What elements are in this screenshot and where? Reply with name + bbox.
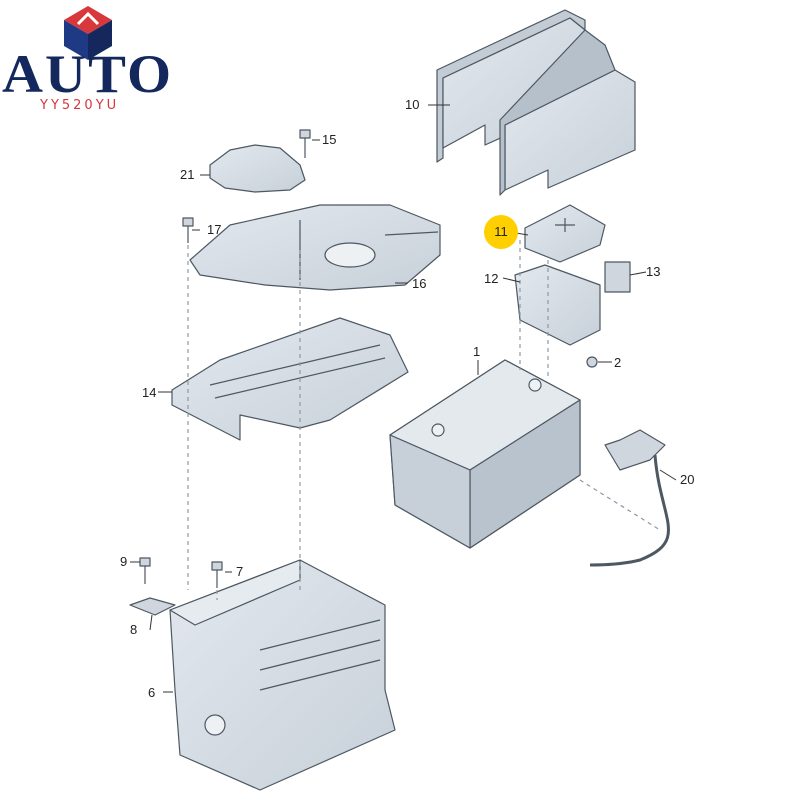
part-13-clip xyxy=(604,261,631,293)
callout-2: 2 xyxy=(614,355,622,370)
part-17-bolt xyxy=(182,217,194,243)
part-16-upper-tray xyxy=(189,204,441,291)
part-14-heat-shield xyxy=(171,317,409,441)
part-12-terminal-housing xyxy=(514,264,601,346)
callout-6: 6 xyxy=(148,685,156,700)
logo-text: AUTO xyxy=(2,44,174,104)
part-11-terminal-cap xyxy=(524,204,606,263)
callout-8: 8 xyxy=(130,622,138,637)
part-2-screw xyxy=(586,356,598,368)
callout-9: 9 xyxy=(120,554,128,569)
callout-14: 14 xyxy=(142,385,157,400)
part-6-battery-tray xyxy=(169,559,396,791)
part-15-bolt xyxy=(299,129,311,158)
part-21-cover-plate xyxy=(209,144,306,193)
callout-11: 11 xyxy=(494,224,508,239)
callout-1: 1 xyxy=(473,344,481,359)
callout-10: 10 xyxy=(405,97,420,112)
logo-subtext: YY520YU xyxy=(40,98,120,113)
callout-7: 7 xyxy=(236,564,244,579)
callout-12: 12 xyxy=(484,271,499,286)
part-10-battery-cover xyxy=(436,9,636,196)
callout-11-highlighted: 11 xyxy=(484,215,518,249)
callout-21: 21 xyxy=(180,167,195,182)
callout-20: 20 xyxy=(680,472,695,487)
cube-logo-icon xyxy=(64,6,112,60)
callout-13: 13 xyxy=(646,264,661,279)
brand-logo: AUTO YY520YU xyxy=(0,0,185,120)
callout-16: 16 xyxy=(412,276,427,291)
part-20-ground-cable xyxy=(589,429,670,567)
part-9-bolt xyxy=(139,557,151,584)
callout-15: 15 xyxy=(322,132,337,147)
part-1-battery xyxy=(389,359,581,549)
callout-17: 17 xyxy=(207,222,222,237)
part-7-bolt xyxy=(211,561,223,588)
assembly-lines xyxy=(187,240,661,600)
part-8-hold-down-bracket xyxy=(129,597,176,616)
